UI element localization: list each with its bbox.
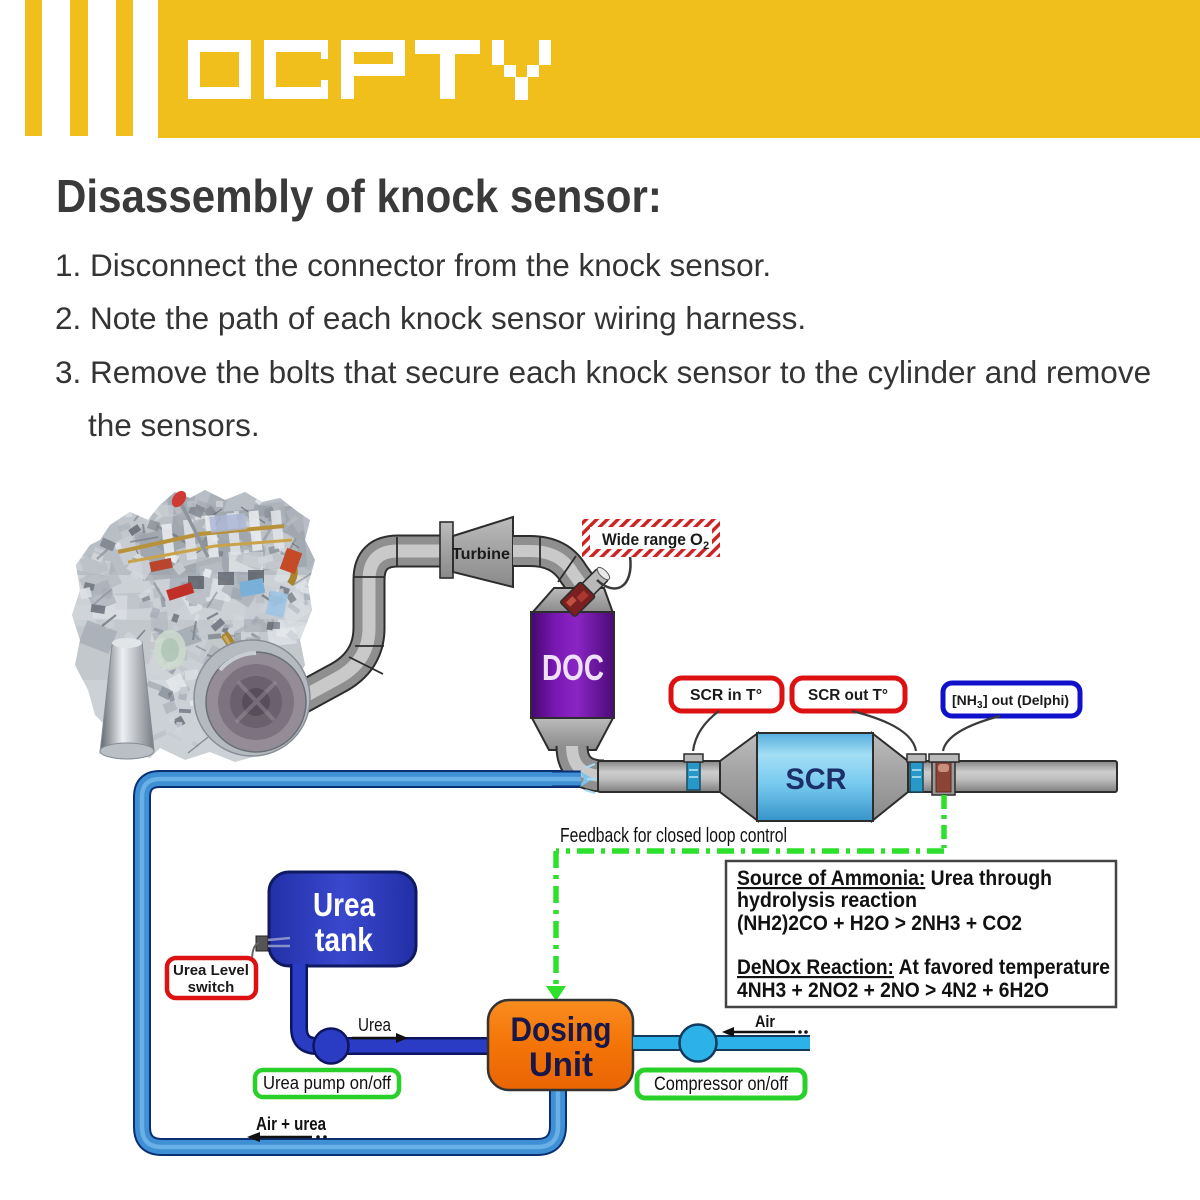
svg-text:Source of Ammonia: Urea throug: Source of Ammonia: Urea through bbox=[737, 866, 1052, 890]
svg-text:Urea: Urea bbox=[313, 886, 376, 923]
svg-text:Air: Air bbox=[755, 1012, 775, 1031]
svg-text:DOC: DOC bbox=[542, 647, 604, 688]
svg-text:Urea Level: Urea Level bbox=[173, 962, 249, 979]
svg-text:[NH: [NH bbox=[952, 692, 977, 708]
svg-text:Urea pump on/off: Urea pump on/off bbox=[263, 1073, 392, 1093]
svg-text:] out (Delphi): ] out (Delphi) bbox=[983, 692, 1069, 708]
svg-text:Dosing: Dosing bbox=[511, 1011, 612, 1049]
svg-text:Compressor on/off: Compressor on/off bbox=[654, 1074, 789, 1095]
svg-text:4NH3 + 2NO2 + 2NO > 4N2 + 6H2O: 4NH3 + 2NO2 + 2NO > 4N2 + 6H2O bbox=[737, 978, 1049, 1002]
svg-text:3: 3 bbox=[977, 700, 983, 711]
svg-text:switch: switch bbox=[188, 979, 235, 996]
svg-text:2: 2 bbox=[703, 540, 709, 552]
svg-text:(NH2)2CO + H2O > 2NH3 + CO2: (NH2)2CO + H2O > 2NH3 + CO2 bbox=[737, 911, 1022, 935]
svg-text:Feedback for closed loop contr: Feedback for closed loop control bbox=[560, 825, 787, 847]
svg-text:Air + urea: Air + urea bbox=[256, 1114, 327, 1134]
svg-text:O: O bbox=[690, 531, 703, 549]
svg-text:tank: tank bbox=[315, 921, 374, 958]
svg-text:DeNOx Reaction: At favored tem: DeNOx Reaction: At favored temperature bbox=[737, 955, 1110, 979]
svg-text:SCR out T°: SCR out T° bbox=[808, 687, 888, 704]
svg-text:Turbine: Turbine bbox=[452, 546, 510, 563]
svg-text:Urea: Urea bbox=[358, 1015, 392, 1035]
svg-text:SCR in T°: SCR in T° bbox=[690, 687, 762, 704]
svg-text:Unit: Unit bbox=[529, 1046, 593, 1084]
svg-text:Wide range: Wide range bbox=[602, 531, 686, 549]
svg-text:hydrolysis reaction: hydrolysis reaction bbox=[737, 888, 917, 912]
svg-text:SCR: SCR bbox=[786, 763, 847, 796]
